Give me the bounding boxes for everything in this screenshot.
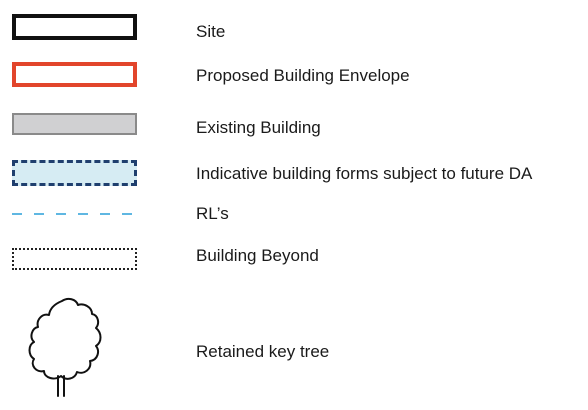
building-beyond-symbol [12, 248, 137, 270]
existing-building-label: Existing Building [196, 118, 321, 137]
proposed-building-envelope-symbol [12, 62, 137, 87]
retained-key-tree-label: Retained key tree [196, 342, 330, 361]
site-symbol [12, 14, 137, 40]
proposed-building-envelope-label: Proposed Building Envelope [196, 66, 410, 85]
indicative-building-forms-symbol [12, 160, 137, 186]
indicative-building-forms-label: Indicative building forms subject to fut… [196, 164, 533, 183]
site-label: Site [196, 22, 226, 41]
rl-symbol [12, 213, 137, 215]
tree-icon [28, 297, 102, 397]
building-beyond-label: Building Beyond [196, 246, 319, 265]
rl-label: RL’s [196, 204, 229, 223]
existing-building-symbol [12, 113, 137, 135]
